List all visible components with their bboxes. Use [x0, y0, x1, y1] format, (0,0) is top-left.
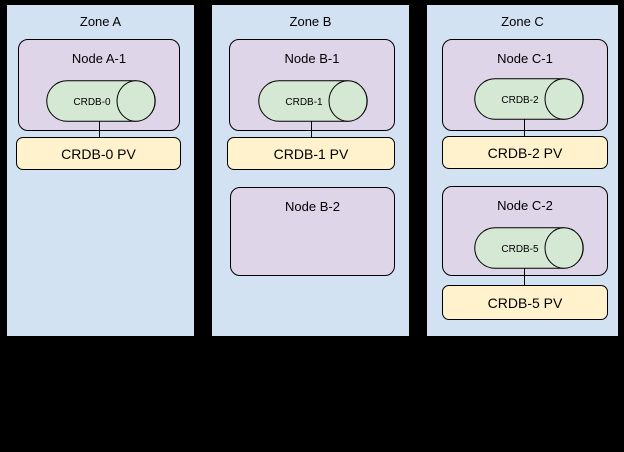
crdb-0-database-cylinder-icon: CRDB-0	[46, 80, 156, 122]
crdb-1-label: CRDB-1	[285, 97, 323, 108]
connector-crdb-2-to-pv	[524, 119, 525, 136]
connector-crdb-5-to-pv	[524, 268, 525, 285]
node-a-1: Node A-1 CRDB-0	[18, 39, 180, 131]
crdb-2-label: CRDB-2	[501, 95, 539, 106]
node-a-1-label: Node A-1	[71, 51, 127, 66]
crdb-5-database-cylinder-icon: CRDB-5	[474, 227, 584, 269]
crdb-0-pv-label: CRDB-0 PV	[61, 145, 136, 162]
zone-b: Zone B Node B-1 CRDB-1 CRDB-1 PV Node B-…	[211, 4, 410, 337]
node-c-1-label: Node C-1	[497, 51, 553, 66]
crdb-1-database-cylinder-icon: CRDB-1	[258, 80, 368, 122]
node-b-1: Node B-1 CRDB-1	[229, 39, 395, 131]
connector-crdb-0-to-pv	[98, 121, 100, 137]
crdb-5-label: CRDB-5	[501, 244, 539, 255]
crdb-5-pv-box: CRDB-5 PV	[442, 285, 608, 320]
crdb-1-pv-label: CRDB-1 PV	[273, 145, 349, 162]
node-c-2: Node C-2 CRDB-5	[442, 186, 608, 276]
crdb-5-pv-label: CRDB-5 PV	[487, 294, 563, 311]
crdb-2-pv-box: CRDB-2 PV	[442, 136, 608, 169]
node-b-1-label: Node B-1	[284, 51, 340, 66]
crdb-1-pv-box: CRDB-1 PV	[227, 137, 395, 170]
zone-a-label: Zone A	[79, 14, 122, 29]
crdb-0-label: CRDB-0	[73, 97, 111, 108]
zone-c: Zone C Node C-1 CRDB-2 CRDB-2 PV Node C-…	[426, 4, 619, 337]
node-c-2-label: Node C-2	[497, 198, 553, 213]
node-c-1: Node C-1 CRDB-2	[442, 39, 608, 131]
connector-crdb-1-to-pv	[311, 121, 312, 137]
crdb-0-pv-box: CRDB-0 PV	[16, 137, 181, 170]
zone-b-label: Zone B	[289, 14, 332, 29]
zone-a: Zone A Node A-1 CRDB-0 CRDB-0 PV	[6, 4, 195, 337]
node-b-2: Node B-2	[230, 187, 395, 276]
crdb-2-database-cylinder-icon: CRDB-2	[474, 78, 584, 120]
crdb-2-pv-label: CRDB-2 PV	[487, 144, 563, 161]
zone-c-label: Zone C	[501, 14, 544, 29]
node-b-2-label: Node B-2	[285, 199, 340, 214]
